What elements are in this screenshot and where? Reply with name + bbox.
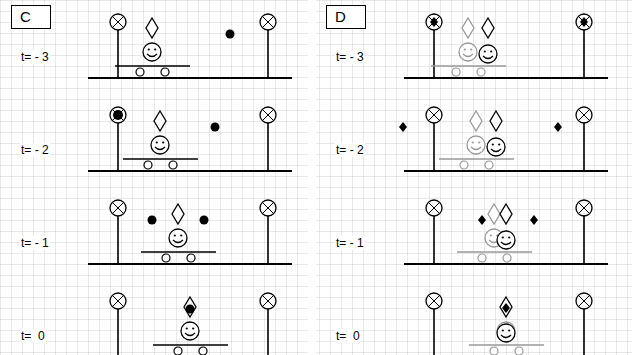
panel-d xyxy=(399,14,608,355)
time-label: t= 0 xyxy=(20,329,46,343)
time-label: t= 0 xyxy=(335,329,361,343)
panel-c xyxy=(88,14,292,355)
panel-letter: D xyxy=(335,8,365,25)
time-label: t= - 3 xyxy=(20,50,50,64)
time-label: t= - 3 xyxy=(335,50,365,64)
time-label: t= - 1 xyxy=(20,236,50,250)
time-label: t= - 1 xyxy=(335,236,365,250)
panel-label-box: C xyxy=(11,5,51,29)
panel-label-box: D xyxy=(326,5,366,29)
time-label: t= - 2 xyxy=(335,143,365,157)
panel-letter: C xyxy=(20,8,50,25)
time-label: t= - 2 xyxy=(20,143,50,157)
